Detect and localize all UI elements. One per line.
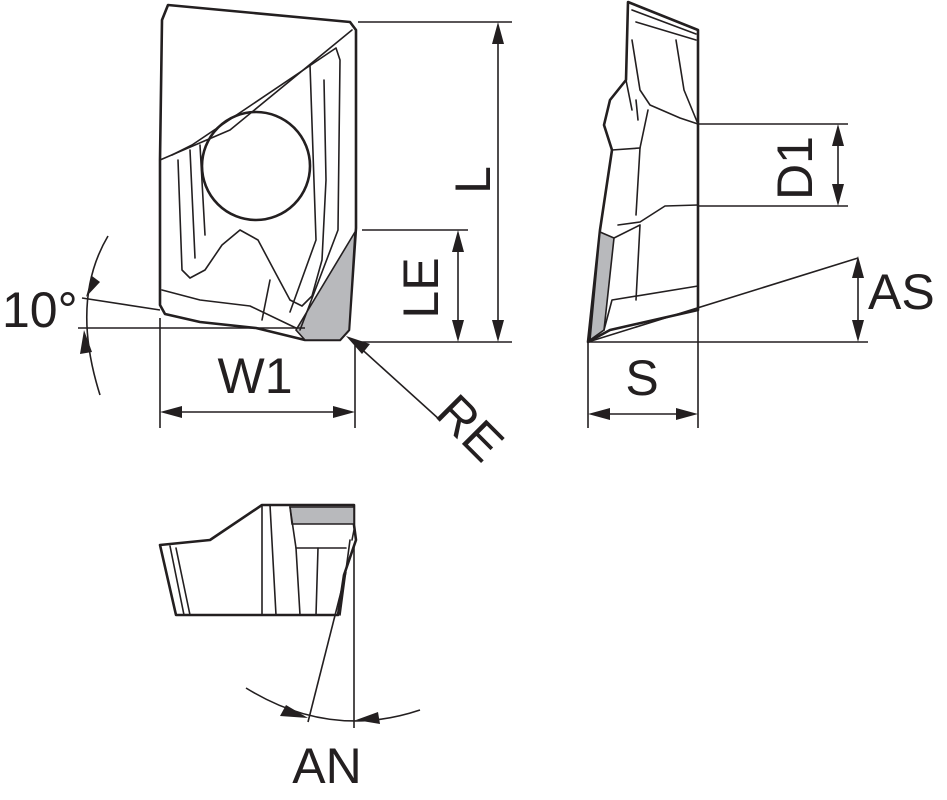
dimension-d1: D1 (698, 123, 848, 207)
label-w1: W1 (218, 348, 293, 404)
label-l: L (445, 166, 501, 194)
label-re: RE (426, 384, 515, 473)
dimension-le: LE (362, 229, 468, 342)
mounting-hole (200, 110, 312, 222)
dimension-as: AS (587, 256, 935, 343)
label-le: LE (393, 257, 449, 318)
label-s: S (625, 350, 658, 406)
cutting-corner-hatch (295, 231, 356, 341)
label-angle-10: 10° (2, 282, 78, 338)
dimension-angle-10: 10° (2, 235, 305, 396)
dimension-an: AN (245, 545, 421, 794)
bottom-view-outline (158, 503, 358, 617)
side-view-outline (586, 0, 700, 344)
label-d1: D1 (767, 136, 823, 200)
dimension-re: RE (346, 336, 514, 472)
label-as: AS (868, 264, 935, 320)
dimension-l: L (358, 21, 512, 343)
front-view-outline (158, 3, 358, 342)
bottom-cutting-edge-hatch (289, 506, 355, 525)
side-view (586, 0, 700, 344)
label-an: AN (292, 738, 361, 794)
dimension-s: S (587, 310, 699, 428)
bottom-view (158, 503, 358, 617)
dimension-w1: W1 (159, 318, 356, 428)
front-view (158, 3, 358, 342)
